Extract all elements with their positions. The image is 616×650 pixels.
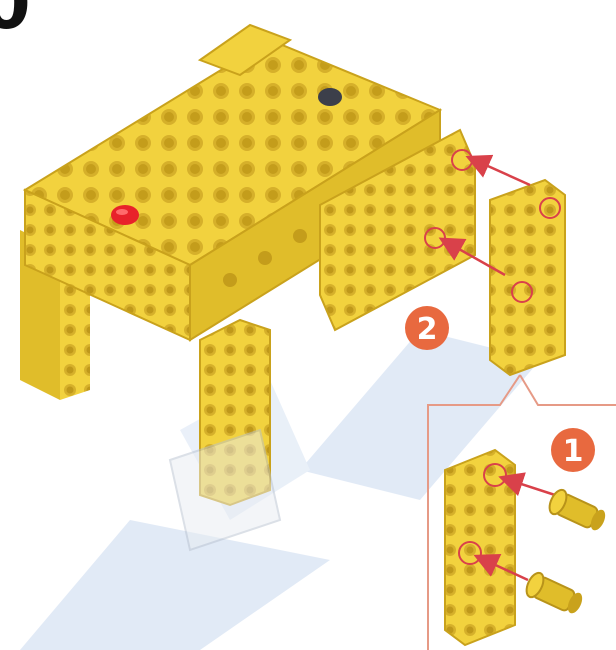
step-badge-2: 2 [405,306,449,350]
step-number-1: 1 [563,434,584,469]
corner-mark-text: 0 [0,0,31,45]
ground-shadow [170,430,280,550]
connector-pin-icon [546,487,608,532]
red-button-icon [111,205,139,225]
connector-pin-icon [523,570,585,615]
step-badge-1: 1 [551,428,595,472]
step-number-2: 2 [417,312,438,347]
arrow-icon [470,158,530,185]
dark-button-icon [318,88,342,106]
detached-leg-plate [490,180,565,375]
